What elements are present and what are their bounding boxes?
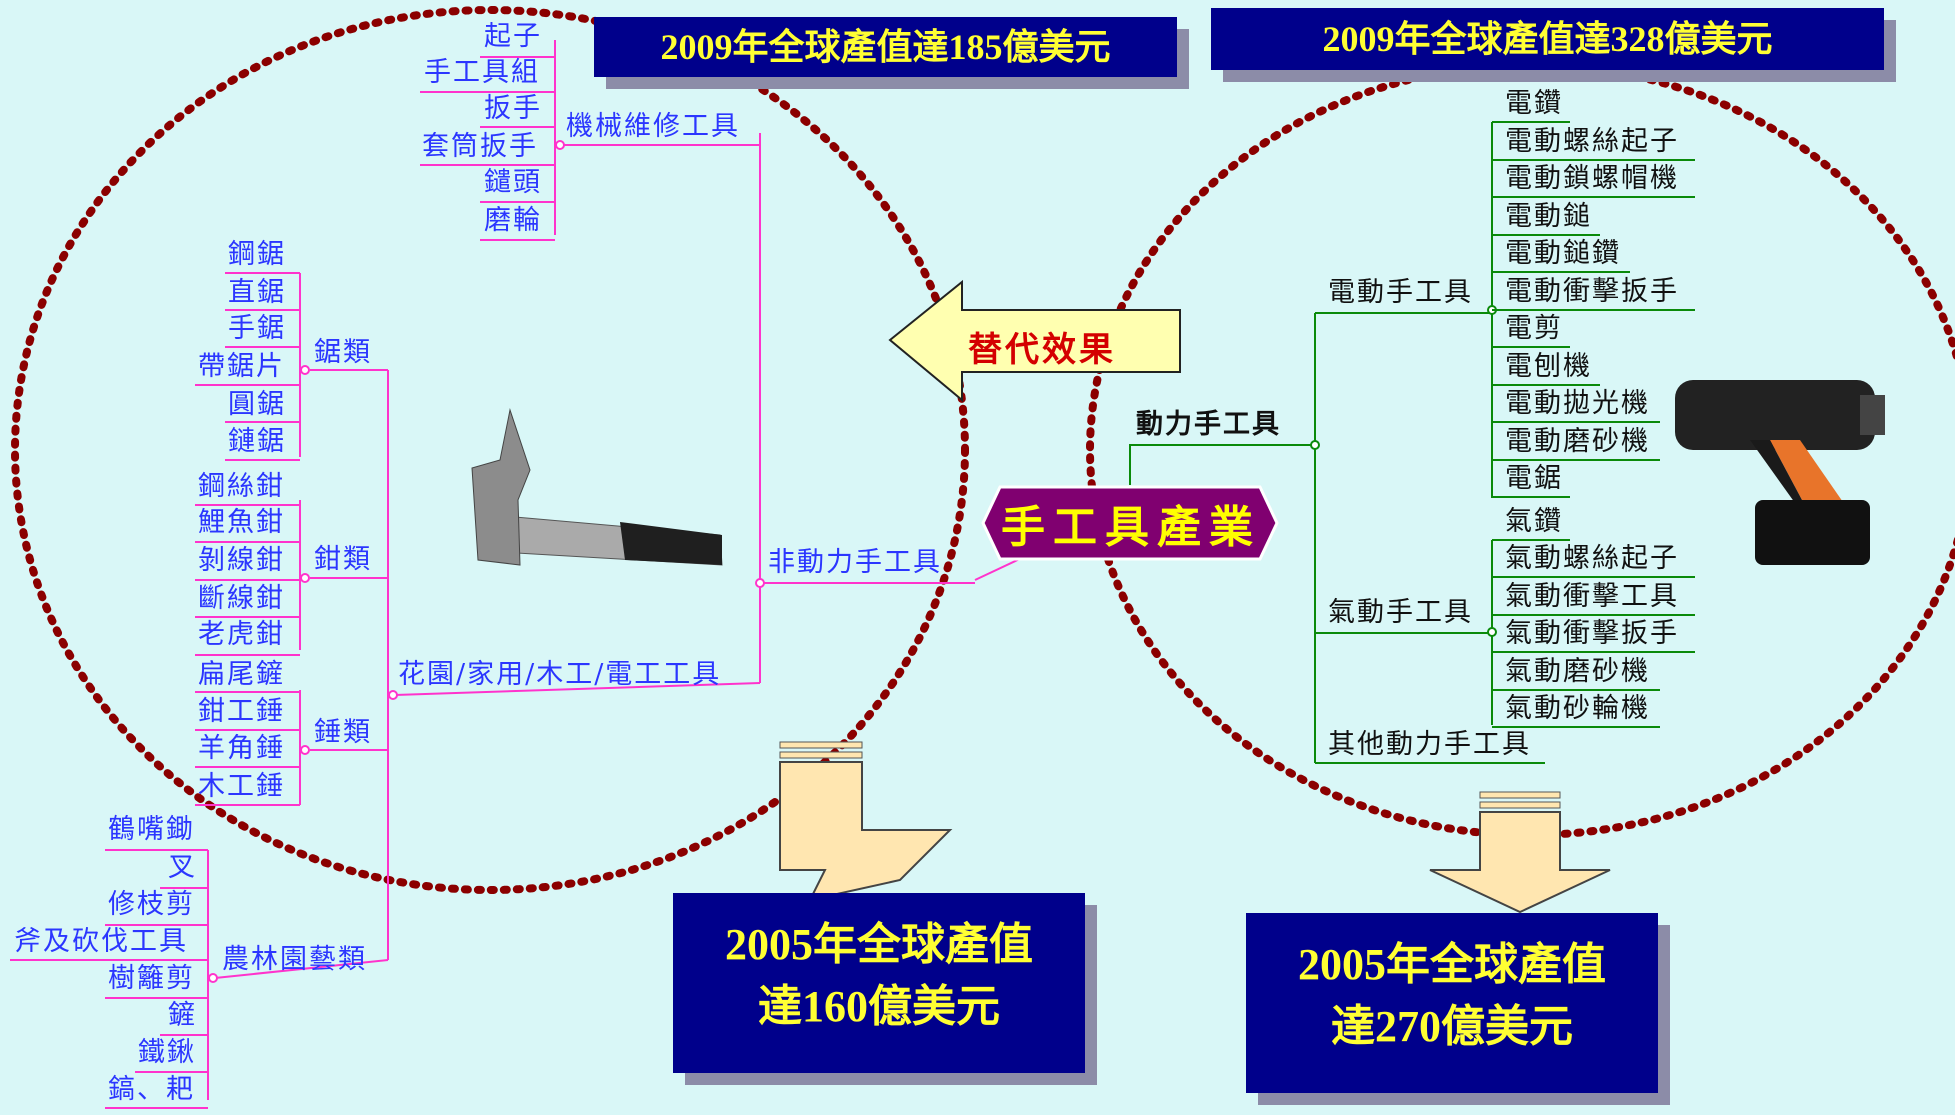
- node-mechanical: 機械維修工具: [566, 111, 740, 142]
- electric-item: 電鑽: [1505, 88, 1563, 119]
- node-hammers: 錘類: [314, 717, 372, 748]
- mechanical-item: 套筒扳手: [422, 131, 538, 162]
- node-agri: 農林園藝類: [222, 944, 367, 975]
- substitution-label: 替代效果: [968, 330, 1116, 370]
- hammer-item: 鉗工錘: [198, 696, 285, 727]
- down-arrow-right: [1429, 791, 1611, 914]
- node-other-powered: 其他動力手工具: [1328, 729, 1531, 760]
- banner-2005-non-powered-line1: 2005年全球產值: [725, 920, 1033, 969]
- pneumatic-item: 氣動衝擊工具: [1505, 581, 1679, 612]
- electric-item: 電刨機: [1505, 351, 1592, 382]
- agri-item: 斧及砍伐工具: [14, 926, 188, 957]
- electric-item: 電動衝擊扳手: [1505, 276, 1679, 307]
- center-node-shape: [981, 485, 1279, 561]
- node-electric: 電動手工具: [1328, 277, 1473, 308]
- electric-item: 電剪: [1505, 313, 1563, 344]
- agri-item: 鏟: [168, 1000, 197, 1031]
- node-powered: 動力手工具: [1136, 409, 1281, 440]
- saw-item: 圓鋸: [228, 389, 286, 420]
- drill-illustration: [1675, 380, 1885, 565]
- electric-item: 電動鎖螺帽機: [1505, 163, 1679, 194]
- electric-item: 電鋸: [1505, 463, 1563, 494]
- pliers-item: 斷線鉗: [198, 583, 285, 614]
- pneumatic-item: 氣動磨砂機: [1505, 656, 1650, 687]
- mechanical-item: 磨輪: [484, 205, 542, 236]
- agri-item: 鶴嘴鋤: [108, 814, 195, 845]
- electric-item: 電動磨砂機: [1505, 426, 1650, 457]
- agri-item: 叉: [168, 852, 197, 883]
- banner-2009-non-powered: 2009年全球產值達185億美元: [594, 17, 1177, 77]
- saw-item: 手鋸: [228, 313, 286, 344]
- center-node: 手工具產業: [985, 487, 1277, 559]
- node-garden-home: 花園/家用/木工/電工工具: [398, 659, 722, 690]
- banner-2009-powered: 2009年全球產值達328億美元: [1211, 8, 1884, 70]
- mechanical-item: 鑓頭: [484, 167, 542, 198]
- pliers-item: 剝線鉗: [198, 545, 285, 576]
- electric-item: 電動拋光機: [1505, 388, 1650, 419]
- node-non-powered: 非動力手工具: [768, 547, 942, 578]
- pneumatic-item: 氣動衝擊扳手: [1505, 618, 1679, 649]
- hammer-illustration: [471, 408, 723, 566]
- electric-item: 電動鎚鑽: [1505, 238, 1621, 269]
- pneumatic-item: 氣動螺絲起子: [1505, 543, 1679, 574]
- agri-item: 樹籬剪: [108, 963, 195, 994]
- node-pneumatic: 氣動手工具: [1328, 597, 1473, 628]
- saw-item: 鋼鋸: [228, 239, 286, 270]
- node-saws: 鋸類: [314, 337, 372, 368]
- saw-item: 帶鋸片: [198, 351, 285, 382]
- pliers-item: 鯉魚鉗: [198, 507, 285, 538]
- pliers-item: 老虎鉗: [198, 619, 285, 650]
- saw-item: 鏈鋸: [228, 426, 286, 457]
- pliers-item: 鋼絲鉗: [198, 471, 285, 502]
- mechanical-item: 扳手: [484, 93, 542, 124]
- node-pliers: 鉗類: [314, 544, 372, 575]
- agri-item: 鐵鍬: [138, 1037, 196, 1068]
- center-node-label: 手工具產業: [1001, 502, 1261, 553]
- banner-2005-powered-line1: 2005年全球產值: [1298, 940, 1606, 989]
- non-powered-circle: [11, 6, 969, 894]
- mechanical-item: 起子: [484, 21, 542, 52]
- agri-item: 鎬、耙: [108, 1074, 195, 1105]
- banner-2005-powered: 2005年全球產值 達270億美元: [1246, 913, 1658, 1093]
- pneumatic-item: 氣動砂輪機: [1505, 693, 1650, 724]
- down-arrow-left: [779, 741, 953, 902]
- banner-2005-non-powered: 2005年全球產值 達160億美元: [673, 893, 1085, 1073]
- hammer-item: 木工錘: [198, 771, 285, 802]
- banner-2005-non-powered-line2: 達160億美元: [758, 982, 1000, 1031]
- pneumatic-item: 氣鑽: [1505, 506, 1563, 537]
- substitution-arrow: [888, 279, 1181, 403]
- banner-2005-powered-line2: 達270億美元: [1331, 1002, 1573, 1051]
- electric-item: 電動鎚: [1505, 201, 1592, 232]
- hammer-item: 扁尾鏟: [198, 659, 285, 690]
- electric-item: 電動螺絲起子: [1505, 126, 1679, 157]
- saw-item: 直鋸: [228, 277, 286, 308]
- mechanical-item: 手工具組: [424, 57, 540, 88]
- agri-item: 修枝剪: [108, 889, 195, 920]
- hammer-item: 羊角錘: [198, 733, 285, 764]
